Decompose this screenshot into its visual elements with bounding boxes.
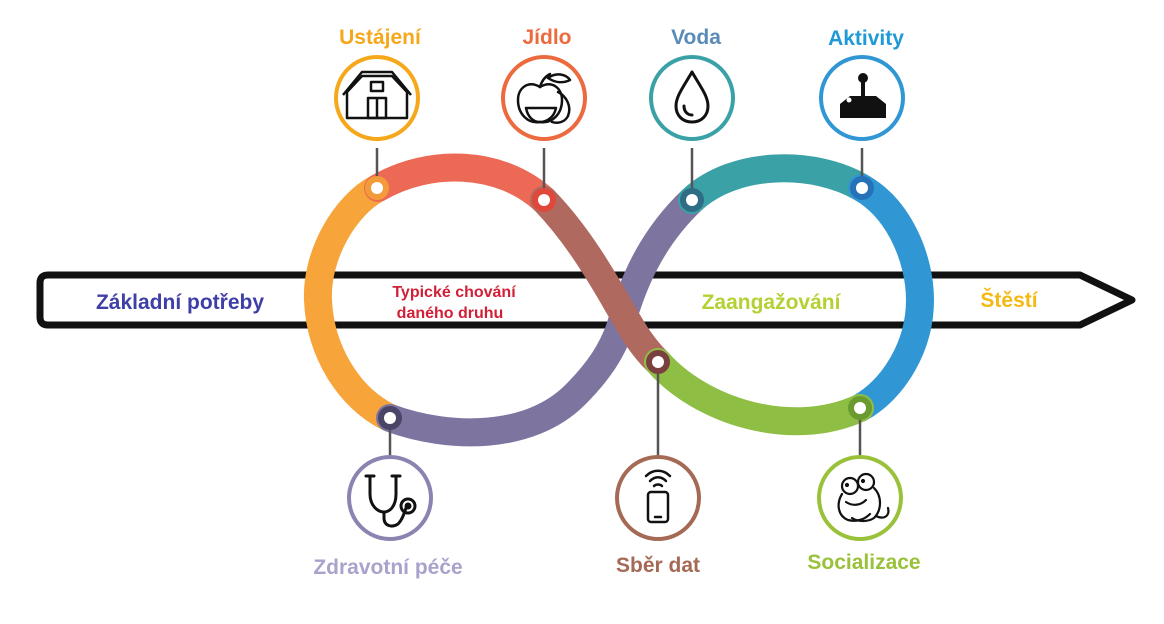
node-label-sber: Sběr dat [616, 554, 700, 577]
node-zdravotni: Zdravotní péče [313, 455, 463, 579]
loop-segment-red [364, 153, 558, 214]
node-aktivity: Aktivity [819, 27, 905, 141]
loop-segment-brown [530, 186, 672, 376]
loop-segment-green [644, 348, 874, 436]
loop-segment-purple-bottom [376, 314, 634, 447]
stage-label-happiness: Štěstí [980, 288, 1038, 312]
barn-icon [342, 70, 412, 120]
node-jidlo: Jídlo [501, 26, 587, 141]
node-label-socializace: Socializace [807, 551, 920, 574]
node-voda: Voda [649, 26, 735, 141]
stage-label-basic-needs: Základní potřeby [96, 291, 264, 314]
phone-signal-icon [644, 469, 672, 524]
node-label-aktivity: Aktivity [828, 27, 904, 50]
stethoscope-icon [364, 474, 417, 528]
node-label-ustajeni: Ustájení [339, 26, 422, 49]
node-label-zdravotni: Zdravotní péče [313, 556, 462, 579]
node-socializace: Socializace [807, 455, 921, 574]
monkeys-hugging-icon [837, 472, 890, 523]
node-label-jidlo: Jídlo [522, 26, 571, 49]
joystick-icon [840, 73, 886, 118]
stage-label-typical-behavior-line2: daného druhu [397, 305, 504, 322]
fruit-icon [516, 72, 572, 124]
junction-dots [365, 176, 874, 430]
stage-label-engagement: Zaangažování [702, 291, 842, 314]
infinity-loop [303, 153, 935, 447]
node-label-voda: Voda [671, 26, 721, 49]
node-sber: Sběr dat [615, 455, 701, 577]
loop-segment-blue [846, 174, 935, 422]
loop-segment-teal [678, 154, 876, 214]
water-drop-icon [674, 70, 710, 124]
loop-segment-orange [303, 174, 404, 432]
node-ustajeni: Ustájení [334, 26, 422, 141]
stage-label-typical-behavior-line1: Typické chování [392, 284, 516, 301]
